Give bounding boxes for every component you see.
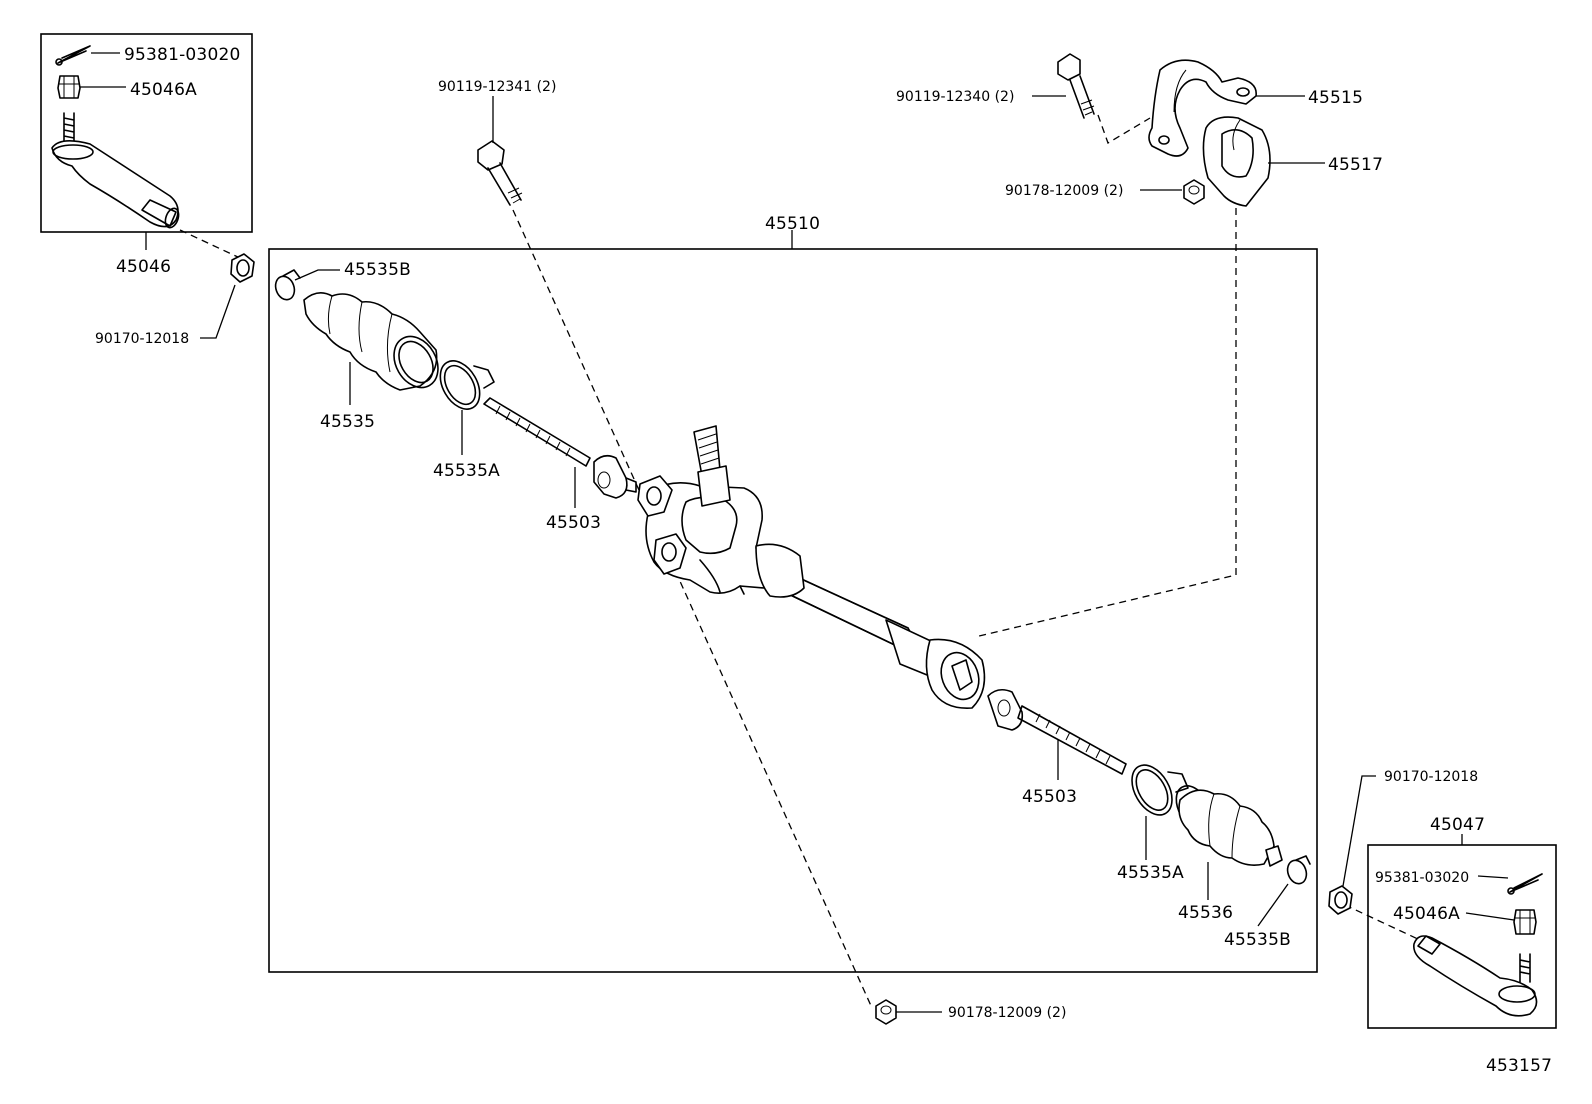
label-nut-bottom: 45046A	[1393, 904, 1460, 924]
lock-nut-rh-icon	[1328, 885, 1353, 915]
bracket-icon	[1148, 59, 1257, 157]
label-cotter-pin-top: 95381-03020	[124, 45, 241, 65]
bushing-icon	[1202, 116, 1271, 207]
castle-nut-icon	[57, 75, 81, 99]
label-cotter-pin-bottom: 95381-03020	[1375, 870, 1469, 886]
label-tie-end-lh: 45046	[116, 257, 171, 277]
label-bracket: 45515	[1308, 88, 1363, 108]
dashed-line-bushing	[974, 208, 1237, 638]
label-clip-bottom: 45535B	[1224, 930, 1291, 950]
leader-lines	[80, 52, 1515, 1013]
cotter-pin-rh-icon	[1507, 873, 1543, 895]
label-boot-rh: 45536	[1178, 903, 1233, 923]
label-bushing: 45517	[1328, 155, 1383, 175]
dashed-line-tie-end-rh	[1344, 904, 1421, 941]
castle-nut-rh-icon	[1513, 909, 1537, 935]
dashed-line-center-bolt	[512, 209, 873, 1009]
label-lock-nut-top: 90170-12018	[95, 331, 189, 347]
label-bolt-center: 90119-12341 (2)	[438, 79, 556, 95]
rack-housing-icon	[637, 425, 986, 709]
label-clamp-lh: 45535A	[433, 461, 500, 481]
clamp-rh-icon	[1131, 764, 1189, 816]
label-nut-top: 45046A	[130, 80, 197, 100]
bracket-bolt-icon	[1057, 53, 1095, 119]
label-assembly: 45510	[765, 214, 820, 234]
label-boot-lh: 45535	[320, 412, 375, 432]
dashed-line-bracket	[1097, 114, 1151, 144]
label-nut-center: 90178-12009 (2)	[948, 1005, 1066, 1021]
part-labels: 95381-03020 45046A 45046 90170-12018 901…	[95, 45, 1552, 1076]
label-rack-end-rh: 45503	[1022, 787, 1077, 807]
dashed-line-tie-end-lh	[179, 229, 241, 259]
label-nut-bracket: 90178-12009 (2)	[1005, 183, 1123, 199]
assembly-frame	[268, 248, 1318, 973]
center-nut-icon	[875, 999, 897, 1025]
rack-end-lh-icon	[483, 397, 637, 499]
label-bolt-bracket: 90119-12340 (2)	[896, 89, 1014, 105]
label-rack-end-lh: 45503	[546, 513, 601, 533]
tie-rod-end-rh-icon	[1413, 935, 1538, 1017]
label-clip-top: 45535B	[344, 260, 411, 280]
clip-lh-icon	[274, 269, 301, 301]
clamp-lh-icon	[439, 360, 495, 410]
figure-number: 453157	[1486, 1056, 1552, 1076]
bracket-nut-icon	[1183, 179, 1205, 205]
label-clamp-rh: 45535A	[1117, 863, 1184, 883]
lock-nut-lh-icon	[230, 253, 255, 283]
tie-rod-end-lh-icon	[51, 112, 180, 229]
rack-end-rh-icon	[987, 688, 1127, 775]
cotter-pin-icon	[55, 45, 91, 66]
boot-rh-icon	[1175, 785, 1283, 867]
center-bolt-icon	[477, 140, 523, 206]
clip-rh-icon	[1286, 855, 1311, 885]
boot-lh-icon	[303, 292, 439, 391]
label-lock-nut-bottom: 90170-12018	[1384, 769, 1478, 785]
label-tie-end-rh: 45047	[1430, 815, 1485, 835]
